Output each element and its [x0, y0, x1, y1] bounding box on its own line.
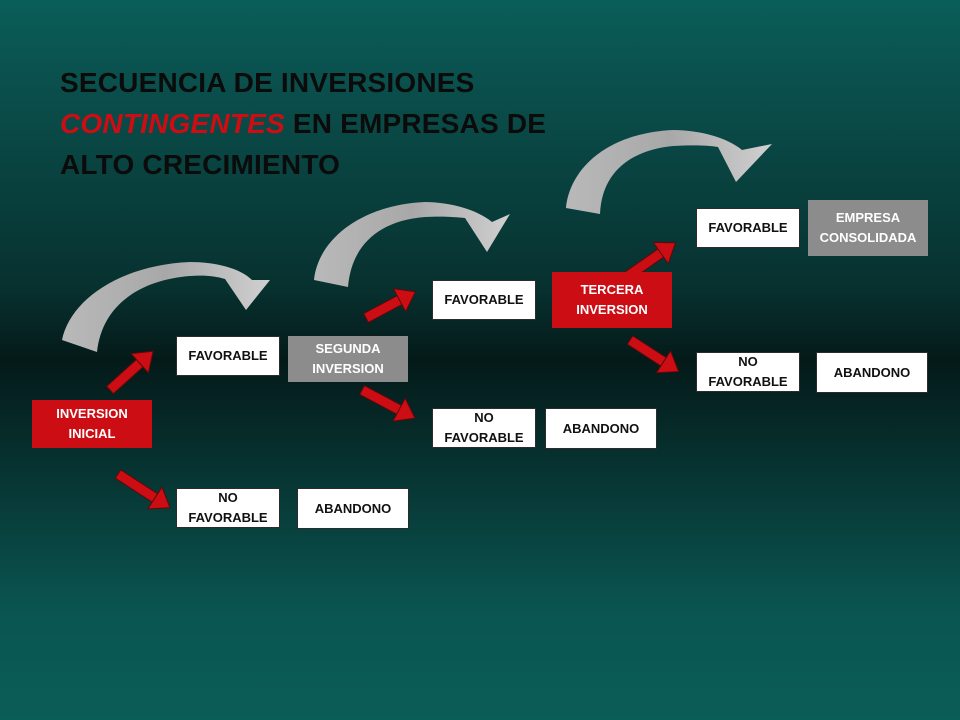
stage3-favorable-box: FAVORABLE	[696, 208, 800, 248]
page-title: SECUENCIA DE INVERSIONES CONTINGENTES EN…	[60, 62, 660, 185]
tercera-inversion-box: TERCERA INVERSION	[552, 272, 672, 328]
stage1-abandono-box: ABANDONO	[297, 488, 409, 529]
curved-arrow-stage-2	[314, 202, 510, 287]
stage1-no-favorable-box: NO FAVORABLE	[176, 488, 280, 528]
arrow-segunda-to-no-favorable	[358, 384, 416, 422]
stage1-favorable-box: FAVORABLE	[176, 336, 280, 376]
stage2-favorable-box: FAVORABLE	[432, 280, 536, 320]
title-line-2-rest: EN EMPRESAS DE	[284, 108, 547, 139]
arrow-start-to-favorable	[105, 350, 154, 395]
inversion-inicial-box: INVERSION INICIAL	[32, 400, 152, 448]
segunda-inversion-box: SEGUNDA INVERSION	[288, 336, 408, 382]
curved-arrow-stage-1	[62, 262, 270, 352]
curved-arrow-stage-3	[566, 130, 772, 214]
arrow-segunda-to-favorable	[362, 288, 417, 324]
stage2-no-favorable-box: NO FAVORABLE	[432, 408, 536, 448]
arrow-start-to-no-favorable	[114, 469, 171, 510]
title-line-3: ALTO CRECIMIENTO	[60, 149, 341, 180]
title-line-1: SECUENCIA DE INVERSIONES	[60, 67, 475, 98]
stage3-abandono-box: ABANDONO	[816, 352, 928, 393]
stage3-no-favorable-box: NO FAVORABLE	[696, 352, 800, 392]
arrow-tercera-to-no-favorable	[626, 335, 680, 374]
title-emphasis: CONTINGENTES	[60, 108, 285, 139]
stage2-abandono-box: ABANDONO	[545, 408, 657, 449]
title-line-2: CONTINGENTES EN EMPRESAS DE	[60, 103, 660, 144]
empresa-consolidada-box: EMPRESA CONSOLIDADA	[808, 200, 928, 256]
